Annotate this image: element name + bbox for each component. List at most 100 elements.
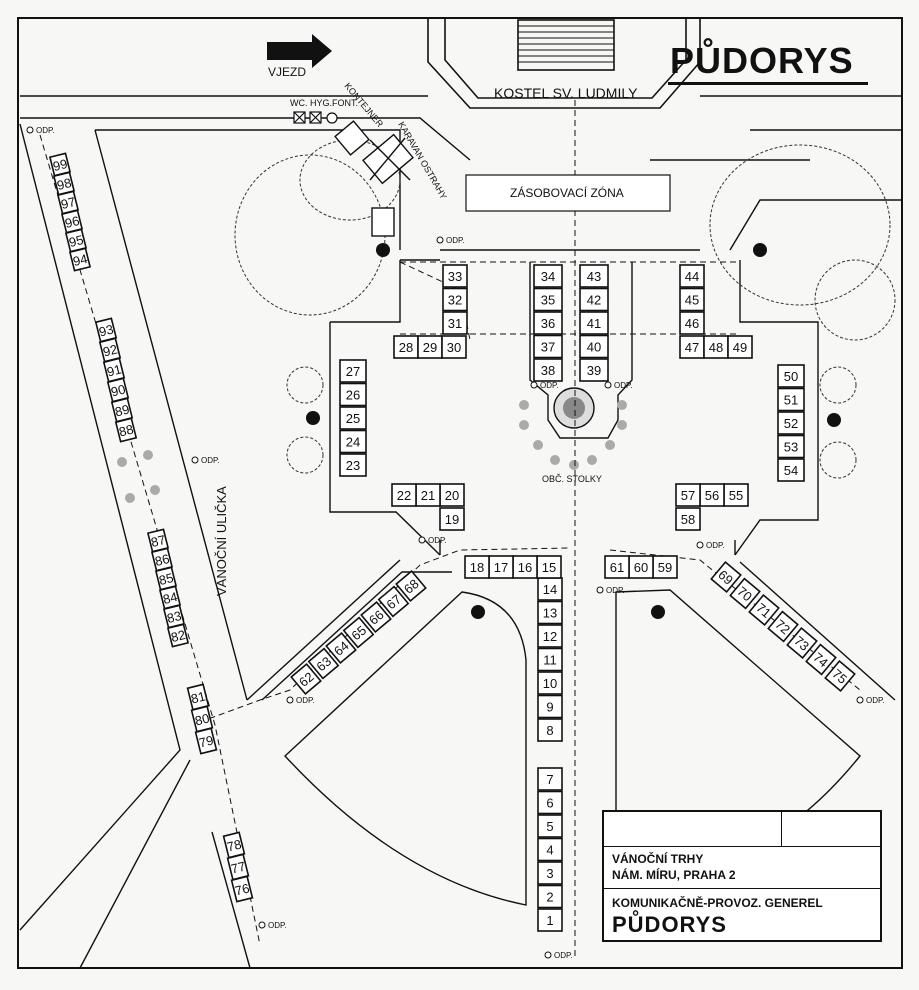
stall-96: 96 (60, 209, 84, 234)
stall-box (537, 718, 563, 742)
stall-box (537, 624, 563, 648)
stall-16: 16 (512, 555, 538, 579)
stall-number: 99 (51, 156, 69, 174)
stall-number: 32 (448, 293, 462, 308)
waste-bins: ODP.ODP.ODP.ODP.ODP.ODP.ODP.ODP.ODP.ODP.… (26, 126, 885, 960)
stall-number: 83 (165, 608, 183, 626)
stall-box (805, 643, 837, 676)
stall-58: 58 (675, 507, 701, 531)
title-block-divider (604, 888, 880, 889)
waste-bin-icon (696, 541, 704, 549)
stall-48: 48 (703, 335, 729, 359)
stall-box (777, 364, 805, 388)
stall-number: 3 (546, 866, 553, 881)
stall-37: 37 (533, 334, 563, 359)
stall-34: 34 (533, 264, 563, 288)
waste-bin-icon (258, 921, 266, 929)
stall-43: 43 (579, 264, 609, 288)
stall-97: 97 (56, 190, 80, 215)
stall-3: 3 (537, 861, 563, 885)
stall-4: 4 (537, 837, 563, 862)
entry-arrow-icon (267, 34, 332, 68)
stall-86: 86 (150, 547, 174, 572)
stall-62: 62 (290, 663, 322, 695)
stall-50: 50 (777, 364, 805, 388)
stall-65: 65 (342, 616, 375, 649)
waste-bin-icon (596, 586, 604, 594)
stall-number: 20 (445, 488, 459, 503)
stall-63: 63 (307, 647, 340, 680)
stall-box (604, 555, 630, 579)
stall-number: 94 (71, 251, 89, 269)
stall-number: 8 (546, 723, 553, 738)
waste-bin-label: ODP. (866, 696, 885, 705)
stall-box (391, 483, 417, 507)
stall-box (537, 790, 563, 815)
stall-30: 30 (441, 335, 467, 359)
stall-box (146, 528, 170, 553)
stall-number: 6 (546, 796, 553, 811)
stall-box (579, 264, 609, 288)
market-stalls: 1234567891011121314151617181920212223242… (48, 152, 856, 932)
stall-number: 52 (784, 416, 798, 431)
stall-number: 57 (681, 488, 695, 503)
stall-box (579, 287, 609, 312)
roads (19, 95, 902, 969)
container-caravan (334, 120, 414, 237)
supply-zone-label: ZÁSOBOVACÍ ZÓNA (510, 185, 624, 200)
stall-box (679, 264, 705, 288)
public-tables (117, 400, 627, 503)
waste-bin-label: ODP. (36, 126, 55, 135)
stall-number: 47 (685, 340, 699, 355)
stall-9: 9 (537, 694, 563, 719)
stall-number: 36 (541, 316, 555, 331)
stall-number: 98 (55, 175, 73, 193)
stall-number: 58 (681, 512, 695, 527)
stall-19: 19 (439, 507, 465, 531)
stall-number: 33 (448, 269, 462, 284)
stall-number: 30 (447, 340, 461, 355)
stall-number: 4 (546, 843, 553, 858)
stall-number: 2 (546, 890, 553, 905)
waste-bin-label: ODP. (606, 586, 625, 595)
stall-box (727, 335, 753, 359)
stall-number: 76 (233, 880, 251, 898)
stall-number: 5 (546, 819, 553, 834)
stall-53: 53 (777, 434, 805, 459)
title-block-cell (781, 812, 880, 846)
stall-number: 54 (784, 463, 798, 478)
facilities-icons (293, 111, 338, 124)
stall-number: 61 (610, 560, 624, 575)
supply-zone (465, 174, 671, 212)
stall-number: 25 (346, 411, 360, 426)
page-title: PŮDORYS (670, 40, 854, 81)
stall-box (533, 358, 563, 382)
waste-bin-icon (604, 381, 612, 389)
stall-box (777, 411, 805, 435)
stall-75: 75 (824, 660, 856, 692)
waste-bin-label: ODP. (296, 696, 315, 705)
stall-box (442, 287, 468, 312)
stall-67: 67 (377, 585, 410, 618)
stall-box (439, 507, 465, 531)
stall-number: 40 (587, 340, 601, 355)
stall-84: 84 (158, 585, 182, 610)
stall-29: 29 (417, 335, 443, 359)
stall-24: 24 (339, 429, 367, 454)
stall-22: 22 (391, 483, 417, 507)
stall-number: 48 (709, 340, 723, 355)
stall-78: 78 (222, 831, 246, 859)
stall-25: 25 (339, 406, 367, 430)
stall-number: 89 (113, 401, 131, 419)
stall-21: 21 (415, 483, 441, 507)
stall-71: 71 (748, 594, 780, 626)
stall-box (537, 671, 563, 695)
stall-number: 50 (784, 369, 798, 384)
stall-number: 35 (541, 293, 555, 308)
page-title-underline (668, 82, 868, 85)
stall-number: 97 (59, 194, 77, 212)
stall-31: 31 (442, 311, 468, 335)
stall-box (94, 317, 118, 343)
stall-box (339, 382, 367, 407)
stall-7: 7 (537, 767, 563, 791)
